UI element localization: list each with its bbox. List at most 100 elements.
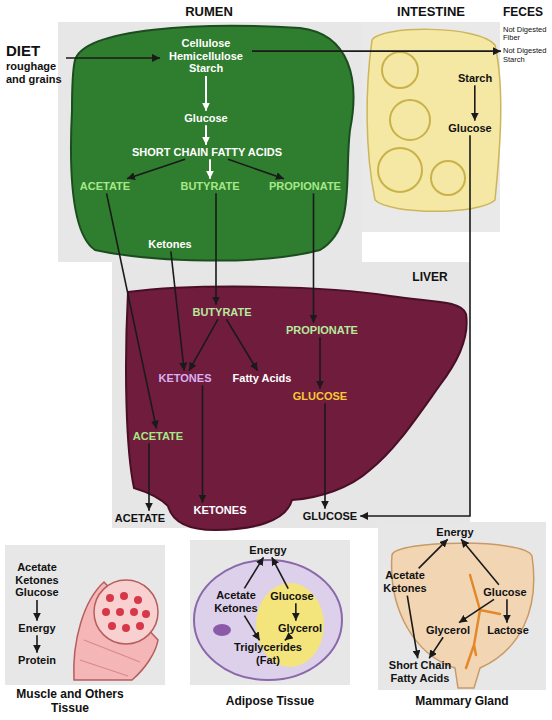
term-text: Glucose	[483, 586, 526, 599]
flow-arrow	[127, 159, 185, 178]
organ-panel: INTESTINEStarchGlucose	[362, 22, 500, 232]
heading-holder: INTESTINE	[397, 5, 465, 20]
fiber-dot	[142, 610, 150, 618]
organ-heading: RUMEN	[185, 5, 233, 20]
organ-panel: RUMENCellulose Hemicellulose StarchGluco…	[58, 22, 362, 262]
term-text: Acetate Ketones	[206, 589, 266, 614]
fiber-dot	[130, 608, 138, 616]
term-label: Glucose	[267, 589, 316, 604]
flow-arrow	[36, 600, 38, 621]
text-group: FECESNot Digested FiberNot Digested Star…	[501, 4, 551, 66]
term-label: Cellulose Hemicellulose Starch	[160, 36, 252, 76]
term-text: KETONES	[159, 372, 212, 385]
term-text: GLUCOSE	[303, 510, 357, 523]
group-text: roughage and grains	[6, 60, 64, 85]
organ-heading: Muscle and Others Tissue	[10, 688, 130, 716]
flow-arrow	[407, 596, 417, 659]
term-label: Energy	[15, 621, 58, 636]
intestine-loop	[378, 148, 422, 192]
organ-panel: Mammary GlandEnergyAcetate KetonesGlucos…	[378, 522, 546, 690]
term-text: ACETATE	[80, 180, 130, 193]
flow-arrow	[36, 635, 38, 652]
intestine-loop	[431, 161, 465, 195]
intestine-panel	[362, 22, 500, 232]
organ-heading: LIVER	[412, 271, 447, 285]
term-label: BUTYRATE	[189, 305, 254, 320]
term-text: Glucose	[448, 122, 491, 135]
term-text: Glucose	[184, 112, 227, 125]
term-label: ACETATE	[130, 429, 186, 444]
muscle-panel	[5, 545, 165, 685]
liver-organ	[126, 287, 467, 530]
term-text: KETONES	[194, 504, 247, 517]
term-label: Glucose	[480, 585, 529, 600]
adipocyte	[194, 560, 342, 680]
term-label: KETONES	[191, 503, 250, 518]
intestine-organ	[367, 29, 501, 211]
term-label: Ketones	[145, 237, 194, 252]
flow-arrow	[244, 557, 263, 588]
term-label: Short Chain Fatty Acids	[377, 658, 463, 685]
flow-arrow	[202, 385, 204, 502]
flow-arrow	[66, 57, 160, 59]
flow-arrow	[459, 599, 494, 622]
term-text: Lactose	[487, 624, 529, 637]
group-text: Not Digested Fiber	[503, 26, 549, 43]
term-text: Glycerol	[426, 624, 470, 637]
fiber-dot	[116, 608, 124, 616]
term-text: BUTYRATE	[192, 306, 251, 319]
term-label: ACETATE	[112, 511, 168, 526]
flow-arrow	[429, 637, 443, 658]
term-text: BUTYRATE	[180, 180, 239, 193]
flow-arrow	[313, 193, 315, 322]
term-text: Acetate Ketones	[375, 569, 435, 594]
flow-arrow	[252, 50, 501, 52]
flow-arrow	[474, 85, 476, 120]
term-label: Acetate Ketones	[372, 568, 438, 595]
flow-arrow	[148, 443, 150, 510]
term-text: PROPIONATE	[269, 180, 341, 193]
term-label: Starch	[455, 71, 495, 86]
heading-holder: RUMEN	[185, 5, 233, 20]
flow-arrow	[285, 635, 291, 640]
term-text: SHORT CHAIN FATTY ACIDS	[132, 146, 282, 159]
term-label: Glucose	[445, 121, 494, 136]
adipose-panel	[190, 540, 350, 685]
fiber-dot	[102, 608, 110, 616]
term-label: PROPIONATE	[266, 179, 344, 194]
term-text: Starch	[458, 72, 492, 85]
term-label: Energy	[433, 525, 476, 540]
term-text: Short Chain Fatty Acids	[380, 659, 460, 684]
text-group: DIETroughage and grains	[4, 40, 66, 88]
flow-arrow	[228, 159, 284, 178]
intestine-loop	[382, 52, 418, 88]
term-label: BUTYRATE	[177, 179, 242, 194]
group-heading: DIET	[6, 42, 64, 59]
term-label: KETONES	[156, 371, 215, 386]
fiber-dot	[134, 596, 142, 604]
term-text: Energy	[436, 526, 473, 539]
rumen-panel	[58, 22, 362, 262]
flow-arrow	[295, 603, 297, 620]
heading-holder: Muscle and Others Tissue	[10, 688, 130, 716]
term-label: Fatty Acids	[230, 371, 295, 386]
flow-arrow	[226, 319, 257, 370]
intestine-loop	[390, 100, 430, 140]
organ-panel: Muscle and Others TissueAcetate Ketones …	[5, 545, 165, 685]
term-text: Glycerol	[278, 622, 322, 635]
term-text: Triglycerides (Fat)	[228, 641, 308, 666]
fiber-dot	[136, 622, 144, 630]
fiber-dot	[108, 622, 116, 630]
term-label: Glycerol	[423, 623, 473, 638]
term-label: GLUCOSE	[300, 509, 360, 524]
term-text: Acetate Ketones Glucose	[6, 561, 68, 599]
muscle-fiber	[80, 640, 140, 676]
term-text: ACETATE	[115, 512, 165, 525]
flow-arrow	[171, 251, 184, 370]
mammary-panel	[378, 522, 546, 690]
muscle-section	[94, 580, 158, 644]
group-heading: FECES	[503, 6, 549, 20]
